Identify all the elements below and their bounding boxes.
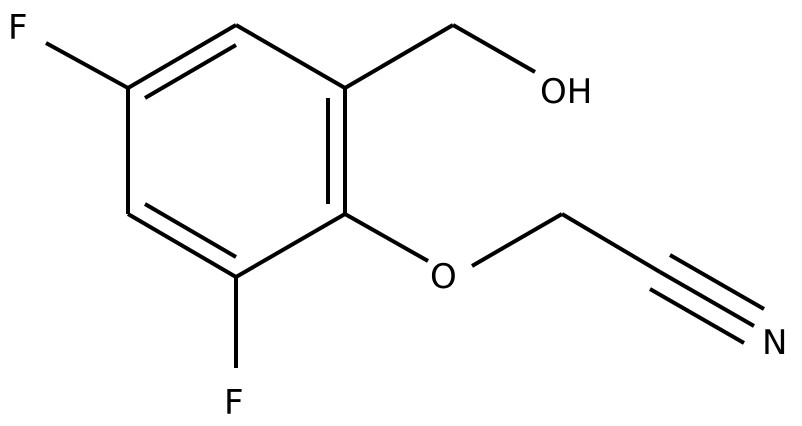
ring-bond-bottom-left (126, 212, 238, 279)
triple-bond-line-1 (659, 270, 755, 328)
ring-double-bond-inner-top (143, 43, 238, 100)
atom-label-nitrogen: N (762, 323, 787, 363)
bond-ring-to-O-ether (344, 212, 429, 263)
triple-bond-line-3 (649, 287, 745, 345)
bond-ring-to-F-top (45, 41, 129, 90)
bond-O-to-CH2 (470, 212, 564, 268)
nitrile-triple-bond (649, 253, 765, 345)
bond-CH2-to-C-nitrile (560, 212, 662, 274)
triple-bond-line-2 (669, 253, 765, 311)
bond-CH2-to-OH (452, 23, 536, 74)
bond-ring-to-CH2 (343, 23, 455, 90)
benzene-ring (126, 23, 347, 279)
atom-label-ether-oxygen: O (430, 257, 457, 297)
atom-label-fluorine-top: F (8, 8, 28, 48)
ring-double-bond-inner-bottom (143, 202, 238, 259)
ring-bond-top-right (234, 23, 347, 90)
ring-bond-top-left (126, 23, 238, 90)
atom-label-fluorine-bottom: F (224, 383, 244, 423)
ring-bond-bottom-right (234, 212, 347, 279)
atom-label-hydroxyl: OH (540, 72, 592, 112)
